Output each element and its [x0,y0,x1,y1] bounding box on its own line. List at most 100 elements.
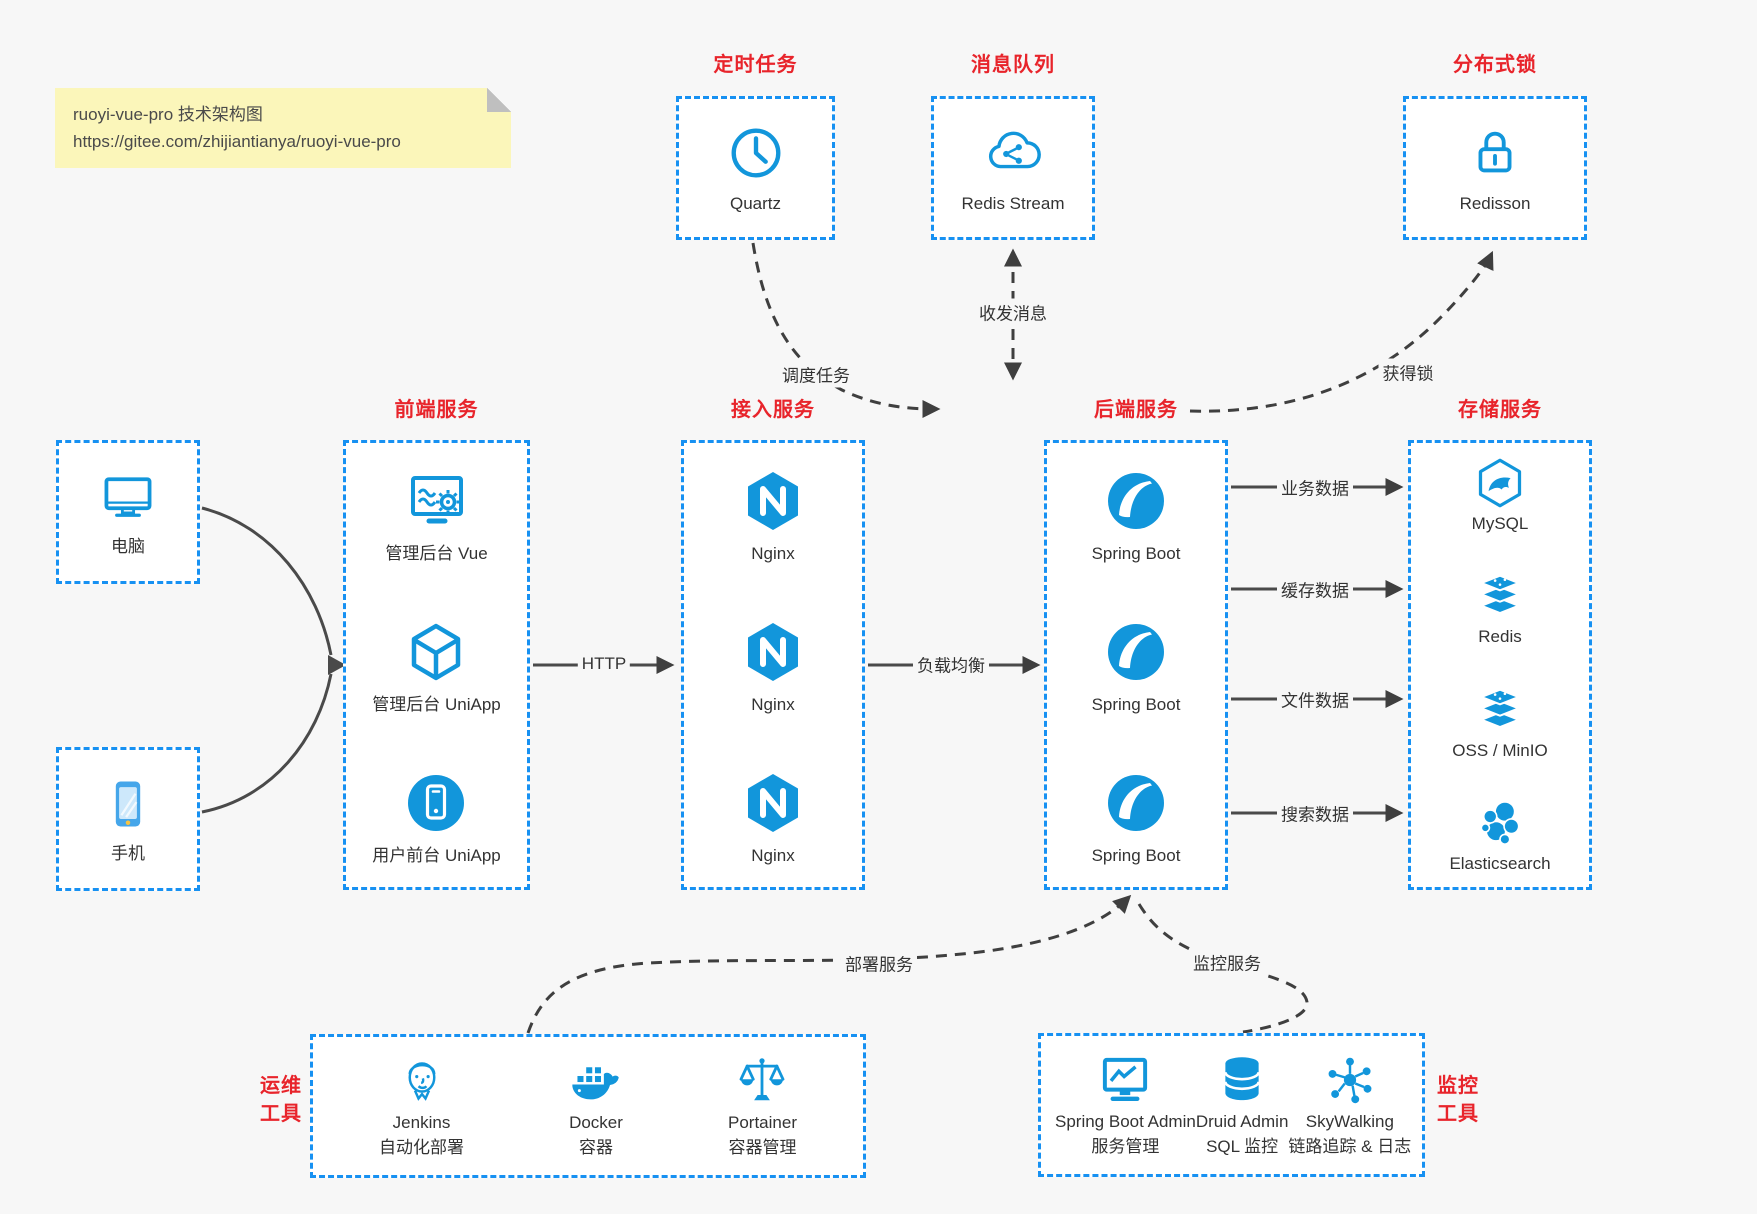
node-label: 手机 [111,843,145,863]
note-fold-corner [487,88,511,112]
portainer-icon [734,1053,790,1109]
computer-box: 电脑 [56,440,200,584]
node-label: MySQL [1471,514,1529,533]
edge-acquire-lock [1189,250,1494,413]
node-skywalking: SkyWalking 链路追踪 & 日志 [1288,1052,1411,1158]
redis-stack-icon [1474,570,1526,622]
nginx-icon [741,771,805,835]
edge-label-send-receive-message: 收发消息 [975,298,1051,326]
node-label: Portainer [728,1113,797,1132]
mobile-app-icon [404,771,468,835]
lock-icon [1464,122,1526,184]
node-portainer: Portainer 容器管理 [728,1053,797,1159]
spring-boot-icon [1104,771,1168,835]
node-nginx-3: Nginx [741,771,805,867]
group-title-scheduled-tasks: 定时任务 [713,54,798,76]
node-sublabel: 容器 [579,1138,613,1157]
node-label: 管理后台 UniApp [372,695,501,714]
monitor-tools-title-line1: 监控 [1437,1075,1479,1097]
node-sublabel: 服务管理 [1091,1137,1160,1156]
node-label: 电脑 [111,536,145,556]
sticky-note: ruoyi-vue-pro 技术架构图 https://gitee.com/zh… [55,88,511,168]
smartphone-icon [98,774,158,834]
mysql-icon [1474,457,1526,509]
node-mysql: MySQL [1471,457,1529,535]
node-sublabel: 容器管理 [728,1138,797,1157]
redis-stream-box: Redis Stream [931,96,1095,240]
node-spring-boot-3: Spring Boot [1091,771,1181,867]
node-label: Nginx [751,695,795,714]
node-label: Redis [1478,627,1522,647]
desktop-icon [98,467,158,527]
group-title-storage: 存储服务 [1458,399,1542,421]
ops-tools-title: 运维 工具 [228,1072,302,1128]
admin-vue-icon [405,469,469,533]
edge-label-monitor-service: 监控服务 [1189,948,1265,976]
node-docker: Docker 容器 [568,1053,624,1159]
edge-phone-frontend [201,673,333,814]
node-sublabel: 链路追踪 & 日志 [1288,1137,1412,1156]
edge-computer-frontend [201,506,333,656]
edge-label-schedule-task: 调度任务 [778,360,854,388]
node-spring-boot-admin: Spring Boot Admin 服务管理 [1055,1052,1196,1158]
uniapp-cube-icon [404,620,468,684]
monitor-tools-box: Spring Boot Admin 服务管理 Druid Admin SQL 监… [1038,1033,1425,1177]
note-title: ruoyi-vue-pro 技术架构图 [73,105,263,124]
gateway-box: Nginx Nginx Nginx [681,440,865,890]
node-druid-admin: Druid Admin SQL 监控 [1195,1052,1289,1158]
druid-icon [1214,1052,1270,1108]
node-redis: Redis [1474,570,1526,648]
skywalking-icon [1322,1052,1378,1108]
edge-label-acquire-lock: 获得锁 [1378,358,1438,386]
docker-icon [568,1053,624,1109]
node-label: SkyWalking [1305,1112,1394,1131]
group-title-backend: 后端服务 [1094,399,1178,421]
elasticsearch-icon [1474,797,1526,849]
node-label: Redis Stream [961,193,1065,213]
note-url: https://gitee.com/zhijiantianya/ruoyi-vu… [73,132,401,151]
spring-boot-icon [1104,469,1168,533]
node-label: 管理后台 Vue [385,544,488,563]
nginx-icon [741,620,805,684]
monitor-tools-title: 监控 工具 [1437,1072,1511,1128]
storage-stack-icon [1474,684,1526,736]
edge-label-business-data: 业务数据 [1277,473,1353,501]
node-spring-boot-2: Spring Boot [1091,620,1181,716]
node-label: Nginx [751,846,795,865]
edge-label-deploy-service: 部署服务 [841,949,917,977]
phone-box: 手机 [56,747,200,891]
node-label: Spring Boot [1091,846,1181,865]
node-sublabel: 自动化部署 [379,1138,464,1157]
node-elasticsearch: Elasticsearch [1449,797,1551,875]
ops-tools-box: Jenkins 自动化部署 Docker 容器 Portainer 容器管理 [310,1034,866,1178]
node-label: Redisson [1459,193,1531,213]
ops-tools-title-line2: 工具 [260,1103,302,1125]
node-label: Quartz [729,193,782,213]
jenkins-icon [394,1053,450,1109]
node-label: OSS / MinIO [1452,740,1548,760]
node-label: Druid Admin [1195,1112,1289,1131]
spring-boot-icon [1104,620,1168,684]
node-label: Docker [569,1113,623,1132]
group-title-gateway: 接入服务 [731,399,815,421]
edge-label-http: HTTP [577,653,631,675]
clock-icon [725,122,787,184]
monitor-tools-title-line2: 工具 [1437,1103,1479,1125]
edge-label-file-data: 文件数据 [1277,685,1353,713]
edge-label-cache-data: 缓存数据 [1277,575,1353,603]
node-spring-boot-1: Spring Boot [1091,469,1181,565]
node-admin-uniapp: 管理后台 UniApp [372,620,501,716]
group-title-frontend: 前端服务 [394,399,479,421]
node-label: Nginx [751,544,795,563]
group-title-message-queue: 消息队列 [971,54,1055,76]
node-label: Jenkins [392,1113,451,1132]
frontend-box: 管理后台 Vue 管理后台 UniApp 用户前台 UniApp [343,440,530,890]
node-label: Spring Boot [1091,544,1181,563]
node-admin-vue: 管理后台 Vue [385,469,488,565]
node-nginx-2: Nginx [741,620,805,716]
node-label: 用户前台 UniApp [372,846,501,865]
quartz-box: Quartz [676,96,835,240]
nginx-icon [741,469,805,533]
node-label: Spring Boot [1091,695,1181,714]
